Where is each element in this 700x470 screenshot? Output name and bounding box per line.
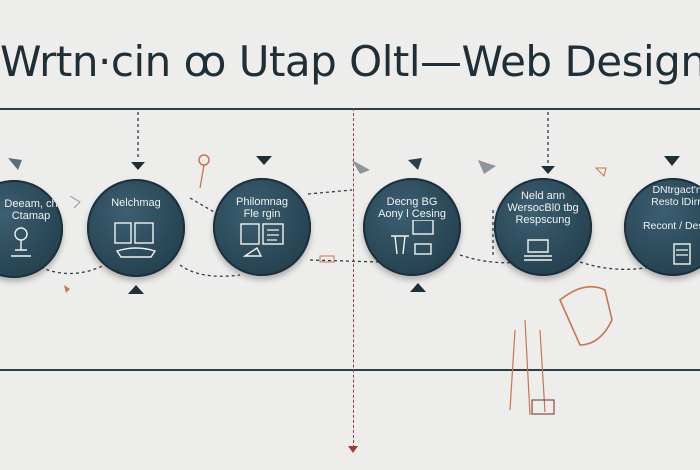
connector-path (179, 264, 241, 277)
step-node-2[interactable]: Nelchmag (87, 179, 185, 277)
document-cards-icon (114, 222, 157, 258)
center-divider (353, 108, 354, 448)
step-label: Decng BG Aony l Cesing (378, 196, 446, 220)
step-label: Neld ann WersocBl0 tbg Respscung (507, 190, 579, 226)
step-label: Philomnag Fle rgin (236, 196, 288, 220)
step-label: DNtrgact'ng Resto lDirng Recont / Desigs (642, 184, 700, 232)
devices-icon (673, 243, 691, 265)
step-node-5[interactable]: Neld ann WersocBl0 tbg Respscung (494, 178, 592, 276)
bulb-icon (198, 154, 210, 166)
page-title: Wrtn·cin ꝏ Utap Oltl—Web Design (0, 37, 700, 86)
bulb-icon (199, 164, 205, 189)
flag-icon (408, 158, 422, 170)
tree-icon (11, 227, 31, 257)
small-sketch-icon (319, 255, 335, 263)
flag-icon (8, 158, 22, 170)
step-label: Deeam, ch Ctamap (4, 198, 58, 222)
connector-path (307, 189, 353, 195)
arrow-down-icon (256, 156, 272, 165)
arrow-down-icon (664, 156, 680, 166)
small-sketch-icon (69, 195, 81, 209)
bird-icon (478, 160, 496, 174)
sketch-box-icon (531, 399, 555, 415)
arrow-down-icon (131, 162, 145, 170)
step-node-4[interactable]: Decng BG Aony l Cesing (363, 178, 461, 276)
stack-icon (524, 239, 552, 261)
step-node-3[interactable]: Philomnag Fle rgin (213, 178, 311, 276)
small-sketch-icon (594, 167, 607, 177)
bottom-divider (0, 369, 700, 371)
arrow-up-icon (128, 285, 144, 294)
top-divider (0, 108, 700, 110)
sketch-lines-icon (509, 319, 546, 416)
arrow-down-icon (348, 446, 358, 453)
step-node-1[interactable]: Deeam, ch Ctamap (0, 180, 63, 278)
arrow-down-icon (541, 166, 555, 174)
bird-icon (352, 160, 370, 174)
connector-path (189, 197, 215, 213)
step-node-6[interactable]: DNtrgact'ng Resto lDirng Recont / Desigs (624, 178, 700, 276)
wireframe-icon (240, 223, 284, 257)
sketch-hand-icon (559, 285, 613, 346)
arrow-up-icon (410, 283, 426, 292)
small-sketch-icon (64, 285, 70, 293)
step-label: Nelchmag (111, 197, 161, 209)
monitor-icon (391, 220, 434, 255)
